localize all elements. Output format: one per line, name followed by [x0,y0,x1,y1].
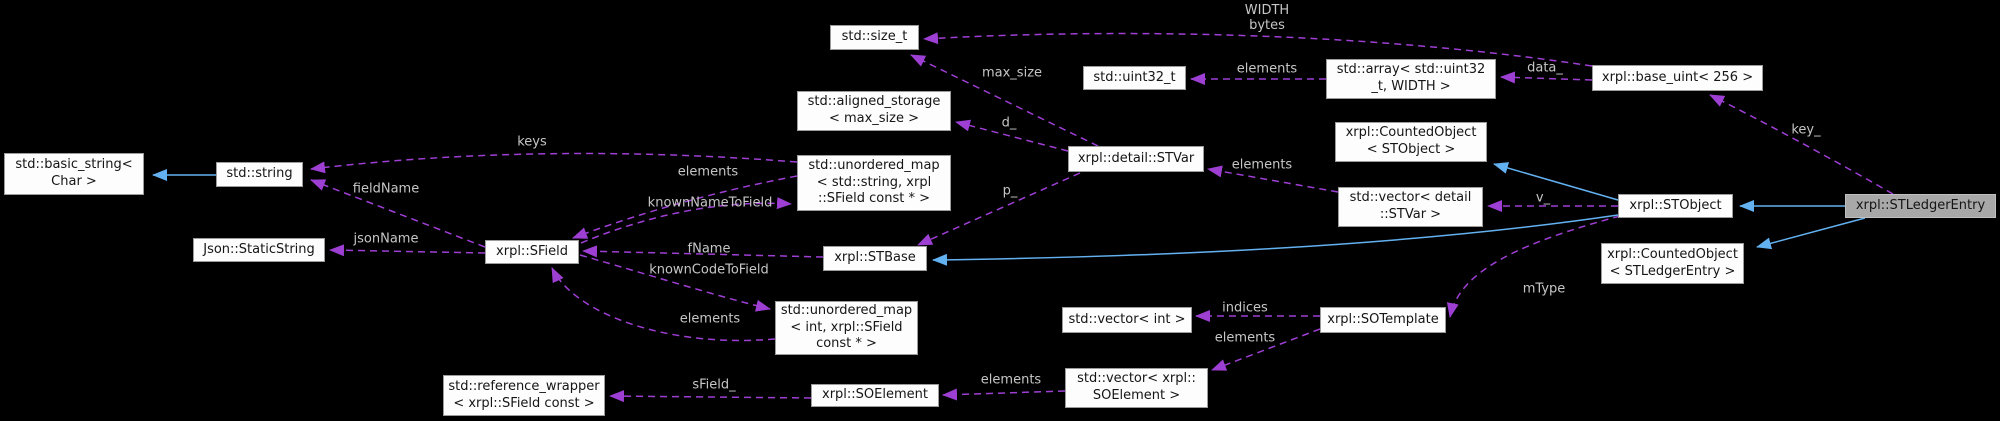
edge-key [1709,94,1894,195]
node-std-string[interactable]: std::string [216,162,303,187]
node-xrpl-soelement[interactable]: xrpl::SOElement [811,384,939,407]
edge-elements-umapint [551,267,776,342]
edge-label-data: data_ [1527,60,1563,76]
edge-sfield-ref [609,390,812,403]
edge-label-knowncodetofield: knownCodeToField [649,262,769,278]
edge-label-knownnametofield: knownNameToField [647,195,773,211]
edge-label-elements-vecsoelement: elements [980,372,1042,388]
node-std-size-t[interactable]: std::size_t [830,25,919,50]
node-xrpl-sfield[interactable]: xrpl::SField [485,240,579,264]
edge-mtype [1446,215,1621,318]
edge-elements-sotemplate [1211,328,1321,371]
node-std-vector-soelement[interactable]: std::vector< xrpl:: SOElement > [1065,368,1208,408]
node-unordered-map-int[interactable]: std::unordered_map < int, xrpl::SField c… [775,301,918,355]
node-xrpl-detail-stvar[interactable]: xrpl::detail::STVar [1068,146,1204,172]
node-countedobject-stobject[interactable]: xrpl::CountedObject < STObject > [1335,122,1487,162]
node-countedobject-stledgerentry[interactable]: xrpl::CountedObject < STLedgerEntry > [1601,243,1744,284]
edge-stobject-stbase [932,214,1619,266]
edge-keys [310,152,798,174]
edge-label-key: key_ [1791,122,1821,138]
edge-fname [582,245,824,258]
node-xrpl-stobject[interactable]: xrpl::STObject [1618,194,1733,218]
edge-label-widthbytes: WIDTH bytes [1244,3,1290,33]
edge-label-elements-array: elements [1236,61,1298,77]
edge-stledgerentry-countedobject [1756,217,1866,250]
edge-knownnametofield [580,197,792,244]
edge-label-elements-vecstvar: elements [1231,157,1293,173]
edge-label-maxsize: max_size [981,65,1043,81]
node-std-array[interactable]: std::array< std::uint32 _t, WIDTH > [1326,59,1496,99]
edge-label-keys: keys [517,134,547,150]
edge-d [955,119,1069,152]
edge-label-p: p_ [1002,183,1018,199]
edge-label-elements-umapstring: elements [677,164,739,180]
edge-label-jsonname: jsonName [353,231,419,247]
edge-elements-vecstvar [1207,165,1339,193]
node-std-vector-int[interactable]: std::vector< int > [1062,307,1192,333]
edge-jsonname [329,244,486,257]
edge-label-indices: indices [1222,300,1268,316]
node-std-aligned-storage[interactable]: std::aligned_storage < max_size > [797,91,951,131]
edge-label-elements-umapint: elements [679,311,741,327]
node-unordered-map-string[interactable]: std::unordered_map < std::string, xrpl :… [797,155,951,211]
edge-elements-umapstring [572,175,798,239]
node-std-vector-stvar[interactable]: std::vector< detail ::STVar > [1338,187,1483,227]
edge-p [917,172,1081,246]
node-xrpl-stbase[interactable]: xrpl::STBase [823,246,927,271]
edge-label-d: d_ [1001,115,1017,131]
edge-label-mtype: mType [1522,281,1566,297]
node-std-uint32-t[interactable]: std::uint32_t [1083,66,1186,90]
edge-maxsize [910,54,1099,147]
edge-knowncodetofield [579,254,771,312]
edge-label-fieldname: fieldName [352,181,420,197]
edge-label-fname: fName [687,241,731,257]
node-xrpl-base-uint[interactable]: xrpl::base_uint< 256 > [1592,65,1763,91]
edge-data [1500,71,1593,84]
edge-label-v: v_ [1535,190,1551,206]
node-json-staticstring[interactable]: Json::StaticString [193,238,325,262]
node-xrpl-sotemplate[interactable]: xrpl::SOTemplate [1320,307,1446,333]
edge-label-elements-sotemplate: elements [1214,330,1276,346]
edge-label-sfield: sField_ [692,377,736,393]
node-std-reference-wrapper[interactable]: std::reference_wrapper < xrpl::SField co… [443,375,605,416]
edge-stobject-countedobject [1493,162,1619,201]
node-std-basic-string[interactable]: std::basic_string< Char > [4,153,144,195]
node-xrpl-stledgerentry: xrpl::STLedgerEntry [1845,194,1996,218]
edge-elements-vecsoelement [942,388,1066,401]
